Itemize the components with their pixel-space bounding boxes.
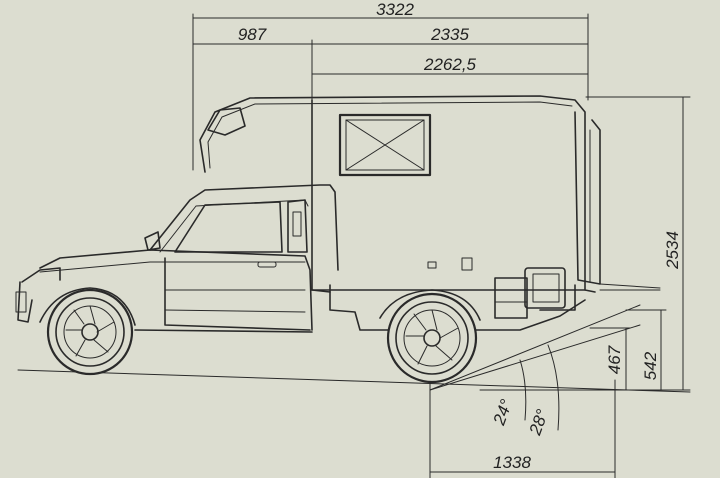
rear-wheel — [386, 292, 478, 384]
dim-overall-length: 3322 — [376, 0, 414, 19]
dim-overall-height: 2534 — [663, 231, 682, 270]
dim-departure-angle-2: 28° — [525, 407, 552, 439]
dim-departure-angle-1: 24° — [489, 397, 516, 429]
dim-rear-ground-clearance: 467 — [605, 345, 624, 374]
dim-rear-step-height: 542 — [641, 351, 660, 380]
camper-body — [199, 95, 661, 331]
dim-camper-body-length: 2262,5 — [423, 55, 477, 74]
front-wheel — [46, 288, 134, 376]
dimension-lines — [17, 13, 691, 478]
dim-front-overhang: 987 — [238, 25, 267, 44]
truck-cab — [15, 184, 481, 333]
dim-cab-to-rear: 2335 — [430, 25, 469, 44]
dim-rear-overhang: 1338 — [493, 453, 531, 472]
